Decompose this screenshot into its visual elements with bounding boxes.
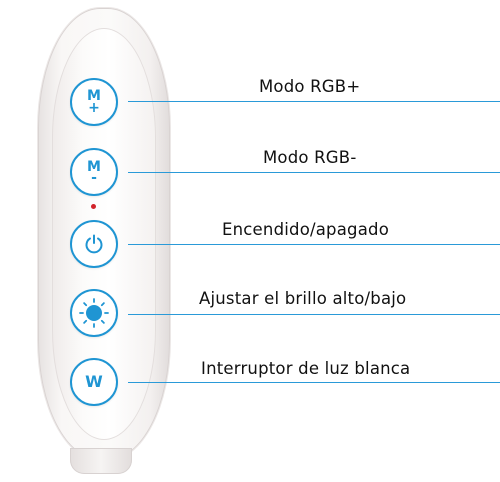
plus-sign: + [88,100,100,116]
status-led [91,204,96,209]
power-icon [83,233,105,255]
leader-line [128,382,500,383]
label-mode-plus: Modo RGB+ [259,77,361,96]
remote-strap [70,448,132,474]
mode-letter: M [87,158,101,175]
leader-line [128,172,500,173]
label-power: Encendido/apagado [222,220,389,239]
leader-line [128,244,500,245]
leader-line [128,314,500,315]
minus-sign: - [91,169,97,186]
mode-letter: M [87,88,101,104]
label-mode-minus: Modo RGB- [263,148,357,167]
brightness-icon [78,297,110,329]
label-white-light: Interruptor de luz blanca [201,359,411,378]
power-button[interactable] [70,220,118,268]
label-brightness: Ajustar el brillo alto/bajo [199,289,407,308]
white-light-button[interactable]: W [70,358,118,406]
brightness-button[interactable] [70,289,118,337]
white-letter: W [85,372,103,391]
mode-plus-button[interactable]: M + [70,78,118,126]
leader-line [128,101,500,102]
mode-minus-button[interactable]: M - [70,148,118,196]
